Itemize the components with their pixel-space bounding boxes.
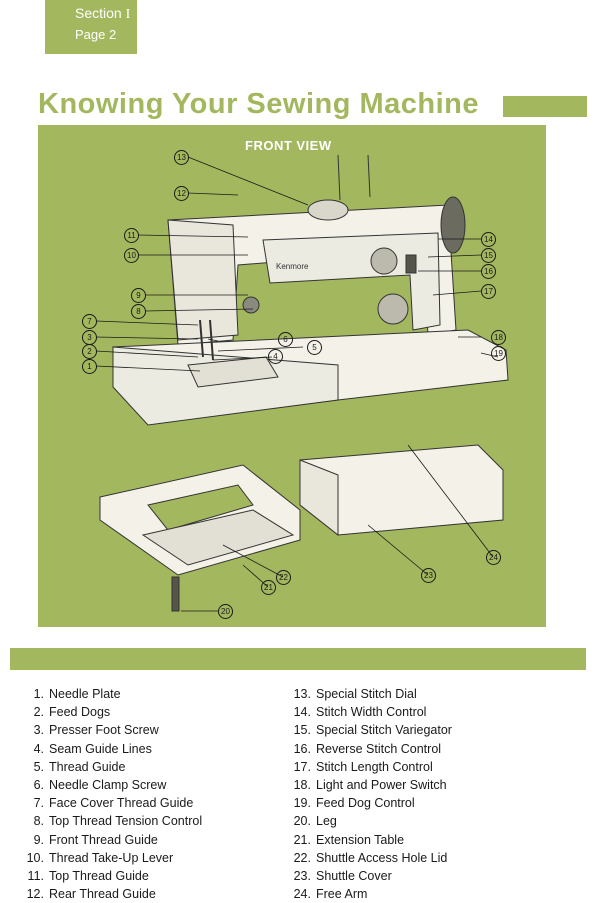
list-item: 13.Special Stitch Dial <box>293 687 417 701</box>
callout-9: 9 <box>131 288 146 303</box>
leg <box>171 576 180 612</box>
callout-13: 13 <box>174 150 189 165</box>
callout-1: 1 <box>82 359 97 374</box>
callout-18: 18 <box>491 330 506 345</box>
callout-17: 17 <box>481 284 496 299</box>
list-item: 4.Seam Guide Lines <box>33 741 152 756</box>
front-panel <box>262 232 441 331</box>
section-tab: Section I Page 2 <box>45 0 137 54</box>
figure-title: FRONT VIEW <box>245 138 332 153</box>
callout-4: 4 <box>268 349 283 364</box>
callout-11: 11 <box>124 228 139 243</box>
attached-extension-table <box>112 346 339 426</box>
callout-7: 7 <box>82 314 97 329</box>
list-item: 9.Front Thread Guide <box>33 832 158 847</box>
list-item: 7.Face Cover Thread Guide <box>33 796 194 811</box>
list-item: 22.Shuttle Access Hole Lid <box>293 850 448 865</box>
callout-15: 15 <box>481 248 496 263</box>
list-item: 1.Needle Plate <box>33 687 121 701</box>
list-item: 19.Feed Dog Control <box>293 796 415 811</box>
callout-20: 20 <box>218 604 233 619</box>
callout-2: 2 <box>82 344 97 359</box>
sewing-machine-illustration: Kenmore <box>95 154 509 612</box>
section-numeral: I <box>125 7 131 22</box>
list-item: 12.Rear Thread Guide <box>26 887 156 902</box>
list-item: 14.Stitch Width Control <box>293 705 427 720</box>
list-item: 2.Feed Dogs <box>33 705 111 720</box>
parts-list-left: 1.Needle Plate 2.Feed Dogs 3.Presser Foo… <box>18 685 203 903</box>
page-title: Knowing Your Sewing Machine <box>38 88 480 120</box>
list-item: 23.Shuttle Cover <box>293 868 392 883</box>
machine-head <box>167 219 239 341</box>
list-item: 18.Light and Power Switch <box>293 777 447 792</box>
list-item: 5.Thread Guide <box>33 759 126 774</box>
callout-5: 5 <box>307 340 322 355</box>
callout-23: 23 <box>421 568 436 583</box>
list-item: 20.Leg <box>293 814 337 829</box>
list-item: 24.Free Arm <box>293 887 368 902</box>
section-label: Section <box>75 5 122 21</box>
list-item: 21.Extension Table <box>293 832 405 847</box>
callout-21: 21 <box>261 580 276 595</box>
list-item: 15.Special Stitch Variegator <box>293 723 452 738</box>
callout-10: 10 <box>124 248 139 263</box>
stitch-length-dial <box>377 293 409 325</box>
callout-24: 24 <box>486 550 501 565</box>
list-item: 3.Presser Foot Screw <box>33 723 159 738</box>
callout-8: 8 <box>131 304 146 319</box>
callout-16: 16 <box>481 264 496 279</box>
callout-3: 3 <box>82 330 97 345</box>
special-stitch-dial <box>307 199 349 221</box>
callout-19: 19 <box>491 346 506 361</box>
stitch-width-dial <box>370 247 398 275</box>
front-view-figure: FRONT VIEW <box>38 125 546 627</box>
callout-6: 6 <box>278 332 293 347</box>
title-rule <box>503 96 587 117</box>
list-item: 11.Top Thread Guide <box>27 868 149 883</box>
list-item: 6.Needle Clamp Screw <box>33 777 167 792</box>
page-label: Page 2 <box>75 27 117 42</box>
list-item: 8.Top Thread Tension Control <box>33 814 203 829</box>
callout-12: 12 <box>174 186 189 201</box>
list-item: 16.Reverse Stitch Control <box>293 741 442 756</box>
list-item: 10.Thread Take-Up Lever <box>26 850 174 865</box>
parts-list-right: 13.Special Stitch Dial 14.Stitch Width C… <box>285 685 452 903</box>
brand-label: Kenmore <box>276 262 309 271</box>
list-item: 17.Stitch Length Control <box>293 759 433 774</box>
callout-14: 14 <box>481 232 496 247</box>
legend-divider <box>10 648 586 670</box>
callout-22: 22 <box>276 570 291 585</box>
